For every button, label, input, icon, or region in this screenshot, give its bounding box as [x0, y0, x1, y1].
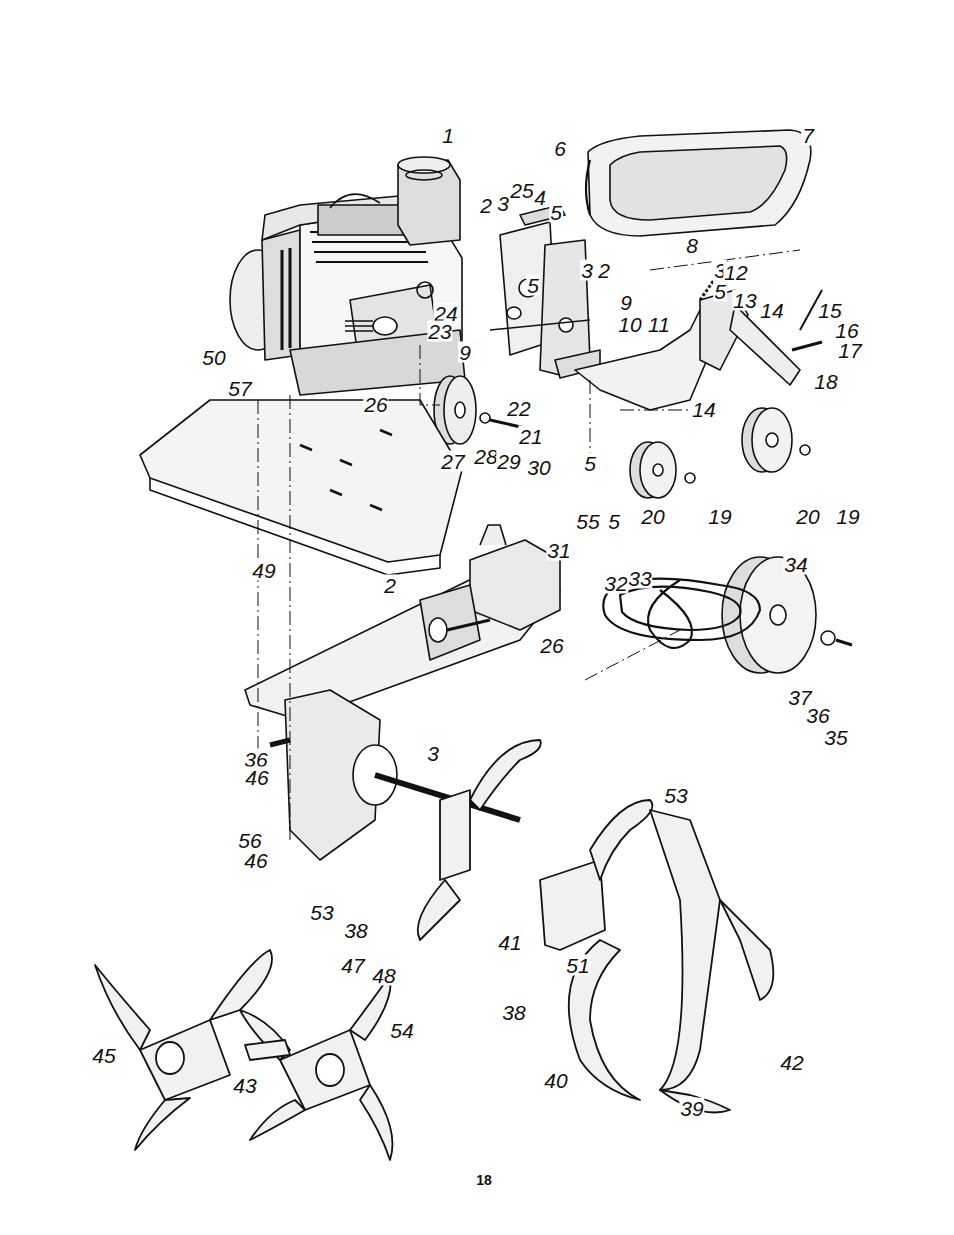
callout-number: 56	[237, 830, 262, 851]
callout-number: 20	[640, 506, 665, 527]
callout-number: 9	[619, 292, 633, 313]
callout-number: 53	[663, 785, 688, 806]
callout-number: 17	[837, 340, 862, 361]
callout-number: 50	[201, 347, 226, 368]
callout-number: 28	[473, 446, 498, 467]
callout-number: 55	[575, 511, 600, 532]
callout-number: 35	[823, 727, 848, 748]
callout-number: 25	[509, 180, 534, 201]
callout-number: 26	[363, 394, 388, 415]
mounting-brackets	[490, 205, 822, 410]
callout-number: 5	[583, 453, 597, 474]
callout-number: 32	[603, 573, 628, 594]
callout-number: 49	[251, 560, 276, 581]
tines	[95, 740, 773, 1160]
callout-number: 8	[685, 235, 699, 256]
callout-number: 34	[783, 554, 808, 575]
foot-plate-rim	[150, 478, 440, 575]
callout-number: 2	[479, 195, 493, 216]
callout-number: 57	[227, 378, 252, 399]
engine	[230, 157, 465, 395]
callout-number: 30	[526, 457, 551, 478]
callout-number: 20	[795, 506, 820, 527]
assembly-lines	[258, 250, 800, 840]
callout-number: 5	[526, 275, 540, 296]
callout-number: 14	[759, 300, 784, 321]
callout-number: 1	[441, 125, 455, 146]
callout-number: 54	[389, 1020, 414, 1041]
callout-number: 11	[647, 314, 671, 335]
foot-plate	[140, 400, 462, 562]
callout-number: 15	[817, 300, 842, 321]
callout-number: 41	[497, 932, 522, 953]
callout-number: 12	[723, 262, 748, 283]
chassis-frame	[245, 525, 560, 860]
callout-number: 23	[427, 321, 452, 342]
callout-number: 2	[597, 260, 611, 281]
callout-number: 5	[607, 511, 621, 532]
callout-number: 5	[713, 281, 727, 302]
callout-number: 22	[506, 398, 531, 419]
callout-number: 7	[801, 125, 815, 146]
callout-number: 6	[553, 138, 567, 159]
callout-number: 26	[539, 635, 564, 656]
callout-number: 36	[805, 705, 830, 726]
foot-plate-slots	[300, 430, 392, 510]
callout-number: 38	[501, 1002, 526, 1023]
callout-number: 10	[617, 314, 642, 335]
callout-number: 47	[340, 955, 365, 976]
callout-number: 45	[91, 1045, 116, 1066]
callout-number: 48	[371, 965, 396, 986]
belt-cover	[586, 130, 811, 236]
callout-number: 3	[580, 260, 594, 281]
callout-number: 3	[426, 743, 440, 764]
callout-number: 21	[518, 426, 543, 447]
callout-number: 29	[496, 451, 521, 472]
callout-number: 9	[458, 342, 472, 363]
page-ground	[90, 118, 880, 1168]
callout-number: 4	[533, 187, 547, 208]
callout-number: 46	[244, 767, 269, 788]
callout-number: 43	[232, 1075, 257, 1096]
callout-number: 40	[543, 1070, 568, 1091]
page-number: 18	[475, 1173, 493, 1187]
callout-number: 51	[565, 955, 590, 976]
callout-number: 19	[707, 506, 732, 527]
callout-number: 27	[440, 451, 465, 472]
callout-number: 19	[835, 506, 860, 527]
callout-number: 14	[691, 399, 716, 420]
callout-number: 46	[243, 850, 268, 871]
callout-number: 42	[779, 1052, 804, 1073]
callout-number: 33	[627, 568, 652, 589]
callout-number: 53	[309, 902, 334, 923]
callout-number: 5	[549, 202, 563, 223]
callout-number: 39	[679, 1098, 704, 1119]
callout-number: 18	[813, 371, 838, 392]
callout-number: 38	[343, 920, 368, 941]
callout-number: 3	[496, 193, 510, 214]
callout-number: 13	[732, 290, 757, 311]
callout-number: 31	[546, 540, 571, 561]
callout-number: 2	[383, 575, 397, 596]
callout-number: 16	[834, 320, 859, 341]
